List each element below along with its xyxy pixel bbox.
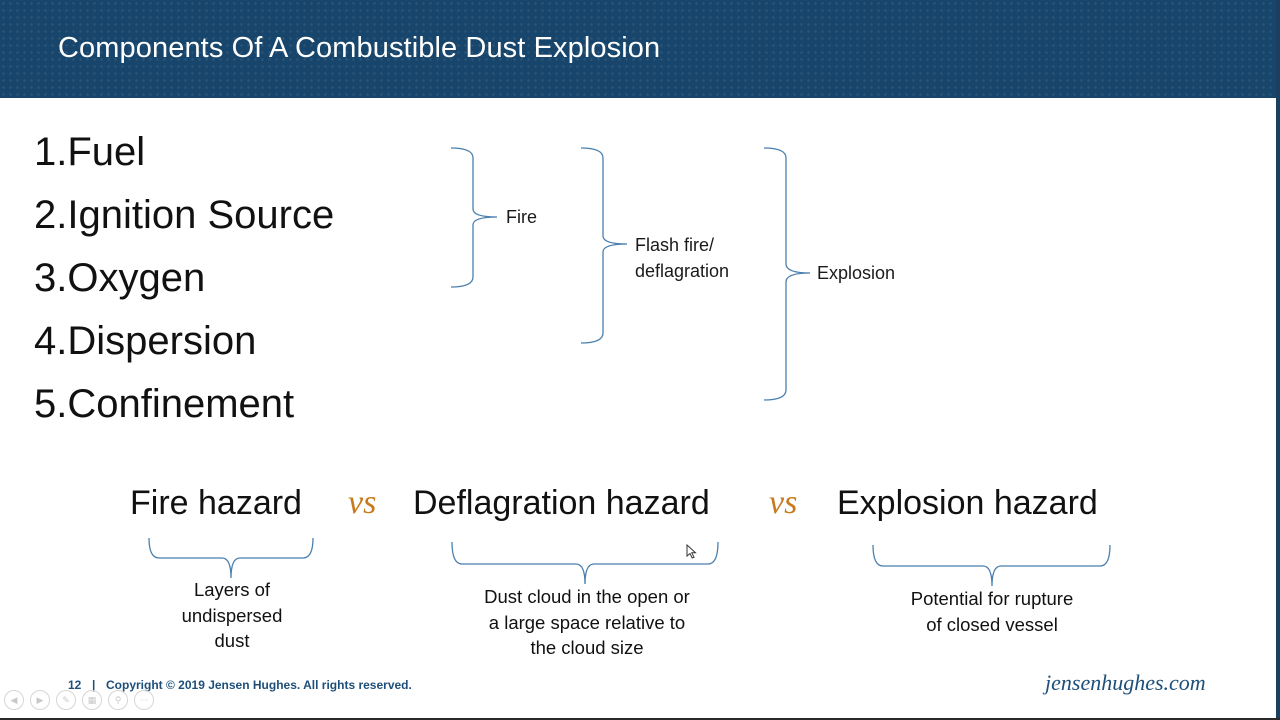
component-list: 1.Fuel 2.Ignition Source 3.Oxygen 4.Disp… bbox=[34, 128, 334, 443]
more-icon[interactable]: ⋯ bbox=[134, 690, 154, 710]
list-item: 4.Dispersion bbox=[34, 317, 334, 380]
vs-label: vs bbox=[348, 484, 377, 521]
flash-fire-label-line2: deflagration bbox=[635, 261, 730, 281]
slides-icon[interactable]: ▦ bbox=[82, 690, 102, 710]
list-item: 2.Ignition Source bbox=[34, 191, 334, 254]
description-line: Layers of bbox=[193, 579, 271, 600]
flash-brace bbox=[580, 147, 628, 344]
list-label: Dispersion bbox=[67, 319, 257, 363]
deflagration-hazard-brace bbox=[451, 541, 719, 585]
fire-brace bbox=[450, 147, 498, 288]
list-label: Ignition Source bbox=[67, 193, 335, 237]
title-bar: Components Of A Combustible Dust Explosi… bbox=[0, 0, 1276, 98]
fire-hazard-description: Layers of undispersed dust bbox=[151, 577, 313, 654]
list-number: 2. bbox=[34, 193, 68, 237]
explosion-hazard-description: Potential for rupture of closed vessel bbox=[876, 586, 1108, 637]
slide-title: Components Of A Combustible Dust Explosi… bbox=[58, 32, 661, 64]
list-item: 5.Confinement bbox=[34, 380, 334, 443]
brand-logo: jensenhughes.com bbox=[1045, 670, 1206, 695]
list-item: 1.Fuel bbox=[34, 128, 334, 191]
list-number: 1. bbox=[34, 130, 68, 174]
window-edge bbox=[0, 718, 1280, 720]
list-label: Fuel bbox=[67, 130, 146, 174]
pen-icon[interactable]: ✎ bbox=[56, 690, 76, 710]
explosion-brace bbox=[763, 147, 811, 401]
explosion-label: Explosion bbox=[817, 263, 896, 283]
list-label: Confinement bbox=[67, 382, 295, 426]
copyright-text: Copyright © 2019 Jensen Hughes. All righ… bbox=[106, 678, 412, 692]
deflagration-hazard-description: Dust cloud in the open or a large space … bbox=[447, 584, 727, 661]
list-label: Oxygen bbox=[67, 256, 206, 300]
explosion-hazard: Explosion hazard bbox=[837, 484, 1098, 522]
explosion-hazard-brace bbox=[872, 544, 1111, 587]
description-line: the cloud size bbox=[530, 637, 644, 658]
zoom-icon[interactable]: ⚲ bbox=[108, 690, 128, 710]
flash-fire-label-line1: Flash fire/ bbox=[635, 235, 715, 255]
description-line: a large space relative to bbox=[488, 611, 686, 633]
list-item: 3.Oxygen bbox=[34, 254, 334, 317]
next-icon[interactable]: ▶ bbox=[30, 690, 50, 710]
window-edge bbox=[1276, 0, 1280, 720]
page-number: 12 bbox=[68, 678, 82, 692]
list-number: 5. bbox=[34, 382, 68, 426]
fire-label: Fire bbox=[506, 207, 537, 227]
description-line: Potential for rupture bbox=[910, 588, 1074, 609]
list-number: 3. bbox=[34, 256, 68, 300]
fire-hazard: Fire hazard bbox=[130, 484, 302, 522]
description-line: undispersed bbox=[181, 604, 283, 626]
description-line: of closed vessel bbox=[926, 613, 1058, 635]
prev-icon[interactable]: ◀ bbox=[4, 690, 24, 710]
description-line: Dust cloud in the open or bbox=[484, 586, 690, 607]
list-number: 4. bbox=[34, 319, 68, 363]
presentation-controls: ◀ ▶ ✎ ▦ ⚲ ⋯ bbox=[4, 690, 154, 710]
mouse-cursor-icon bbox=[686, 544, 697, 559]
fire-hazard-brace bbox=[148, 537, 314, 579]
vs-label: vs bbox=[769, 484, 798, 521]
description-line: dust bbox=[214, 630, 250, 651]
footer-separator: | bbox=[92, 678, 96, 692]
deflagration-hazard: Deflagration hazard bbox=[413, 484, 710, 522]
